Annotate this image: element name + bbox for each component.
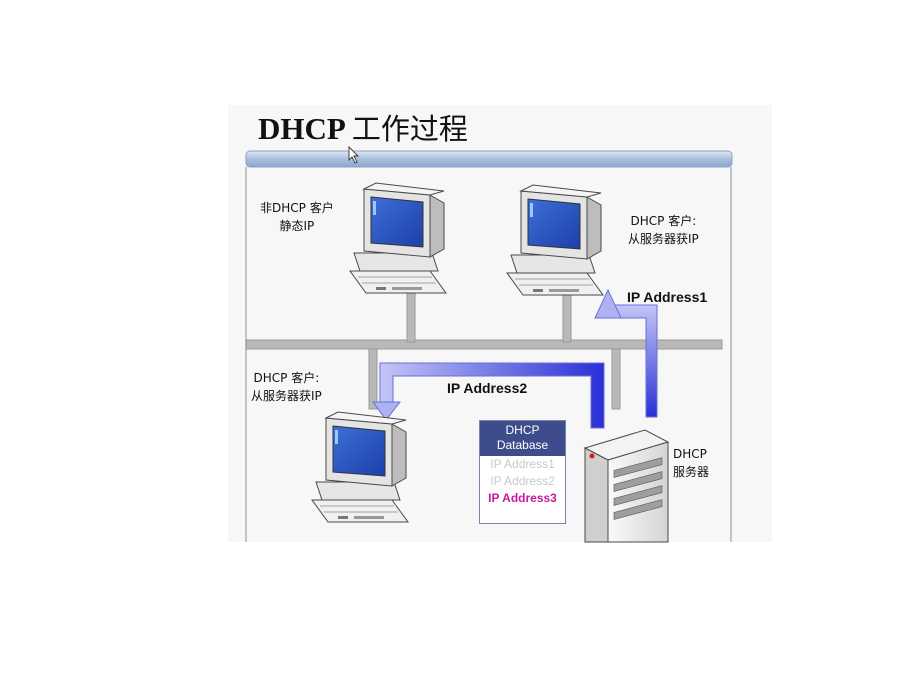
dhcp-client-top-label-line1: DHCP 客户:: [630, 214, 697, 228]
ip-address2-label: IP Address2: [447, 380, 528, 396]
static-client-label-line2: 静态IP: [279, 219, 315, 233]
ip-address2-arrow: [372, 362, 605, 429]
diagram-window-header: [245, 150, 733, 168]
dhcp-database-header-line2: Database: [496, 438, 549, 452]
static-client-computer: [349, 182, 447, 294]
dhcp-client-left-label-line2: 从服务器获IP: [251, 389, 322, 403]
page-title: DHCP 工作过程: [258, 106, 468, 148]
database-row-address2: IP Address2: [490, 474, 555, 488]
dhcp-server-label-line2: 服务器: [673, 465, 710, 479]
dhcp-database-table: DHCP Database IP Address1 IP Address2 IP…: [479, 420, 566, 524]
ip-address1-label: IP Address1: [627, 289, 708, 305]
database-row-address1: IP Address1: [490, 457, 555, 471]
static-client-label: 非DHCP 客户 静态IP: [260, 199, 334, 235]
dhcp-client-left-computer: [311, 411, 409, 523]
dhcp-database-header-line1: DHCP: [505, 423, 540, 437]
mouse-cursor-icon: [348, 145, 360, 164]
dhcp-client-left-label: DHCP 客户: 从服务器获IP: [251, 369, 322, 405]
dhcp-client-top-label: DHCP 客户: 从服务器获IP: [628, 212, 699, 248]
dhcp-server-icon: [583, 429, 670, 543]
dhcp-client-top-label-line2: 从服务器获IP: [628, 232, 699, 246]
dhcp-server-label: DHCP 服务器: [673, 445, 709, 481]
dhcp-client-left-label-line1: DHCP 客户:: [253, 371, 320, 385]
dhcp-client-top-computer: [506, 184, 604, 296]
dhcp-server-label-line1: DHCP: [673, 447, 707, 461]
static-client-label-line1: 非DHCP 客户: [260, 201, 334, 215]
title-cjk: 工作过程: [351, 112, 468, 146]
database-row-address3: IP Address3: [488, 491, 557, 505]
network-bus: [245, 289, 723, 410]
ip-address1-arrow: [594, 288, 658, 418]
dhcp-database-header: DHCP Database: [480, 421, 565, 456]
title-latin: DHCP: [258, 111, 345, 146]
